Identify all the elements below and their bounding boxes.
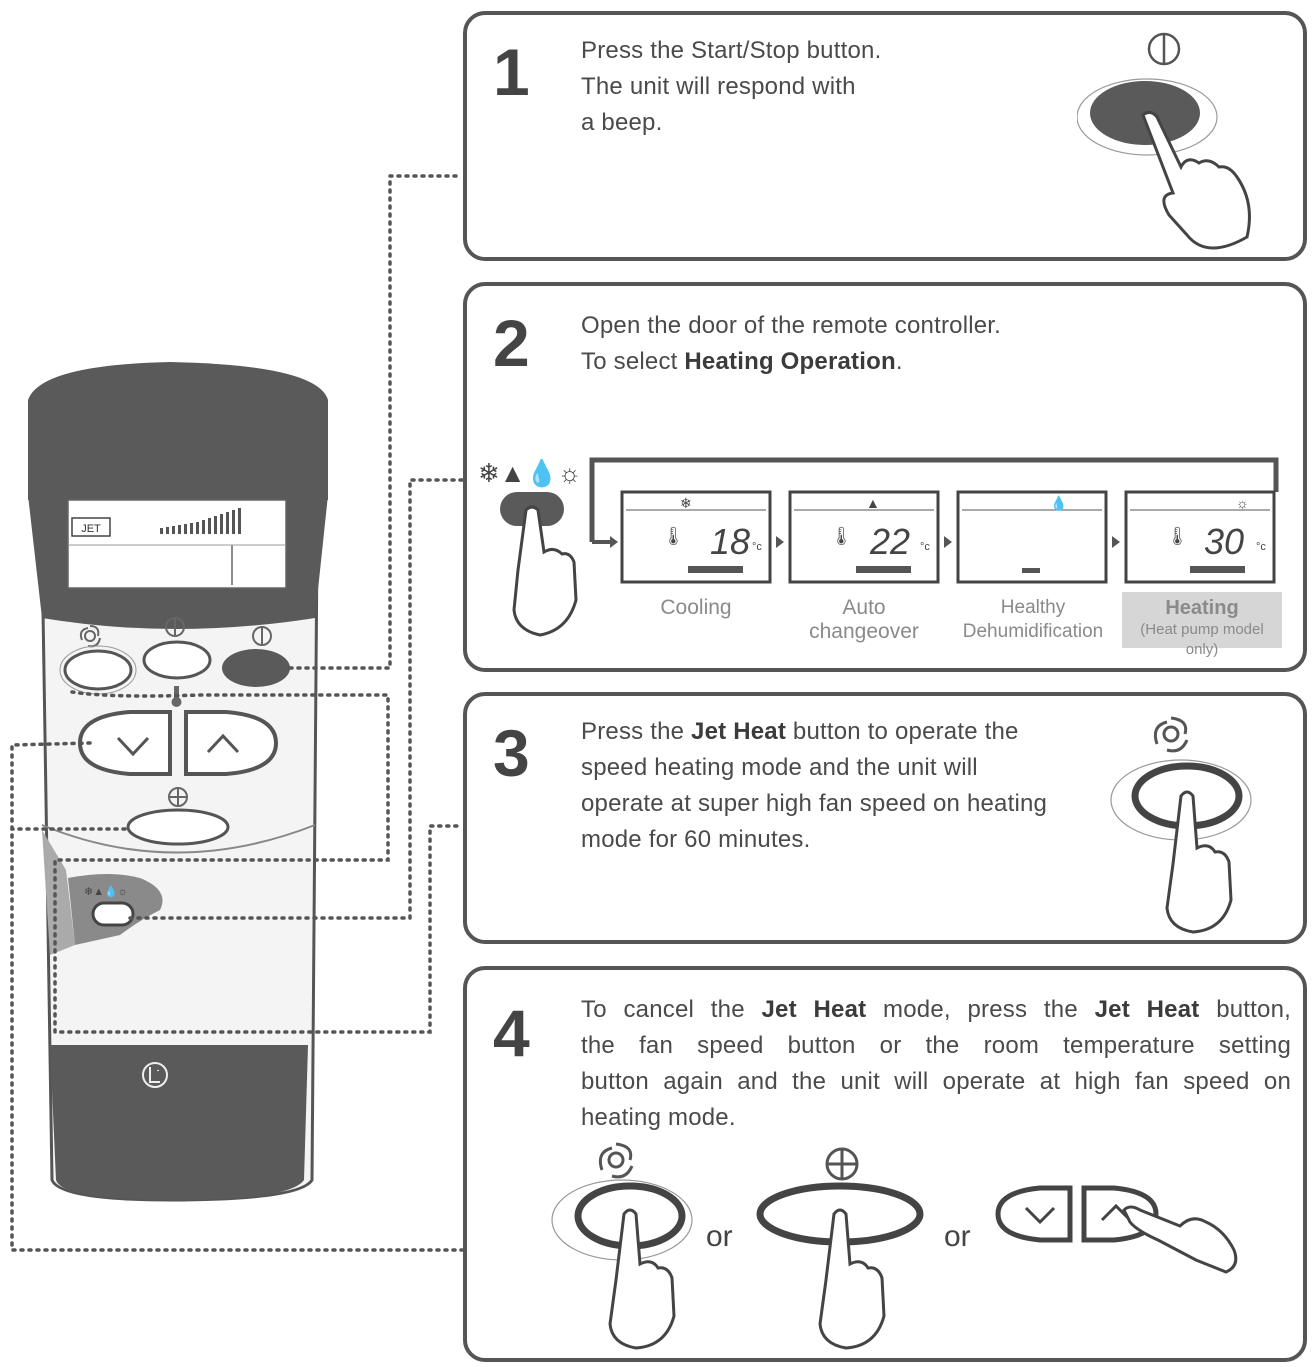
step-1-number: 1	[493, 35, 530, 109]
step-2-line2: To select Heating Operation.	[581, 348, 903, 375]
fan-speed-button[interactable]	[126, 808, 230, 846]
fan-icon	[825, 1147, 859, 1181]
mode-sequence-illustration: ❄▲💧☼ ❄ 🌡 18 °c ▲ 🌡 22 °c 💧 ☼ 🌡 30 °c	[478, 457, 1279, 637]
mode-button[interactable]	[91, 901, 135, 927]
remote-controller: JET	[28, 362, 328, 1202]
svg-text:🌡: 🌡	[1166, 526, 1189, 546]
svg-text:❄: ❄	[680, 495, 692, 511]
svg-text:°c: °c	[920, 541, 930, 553]
remote-lcd	[67, 499, 287, 589]
power-icon	[1147, 32, 1181, 66]
step-1-line: Press the Start/Stop button.	[581, 37, 882, 64]
svg-text:🌡: 🌡	[662, 526, 685, 546]
remote-diagram: JET	[10, 174, 464, 1252]
step-4-line1: To cancel the Jet Heat mode, press the J…	[581, 996, 1291, 1023]
step-1-line: a beep.	[581, 109, 663, 136]
step-3-panel: 3 Press the Jet Heat button to operate t…	[463, 692, 1307, 944]
step-4-line3: button again and the unit will operate a…	[581, 1068, 1291, 1095]
svg-text:°c: °c	[752, 541, 762, 553]
step-1-text: Press the Start/Stop button. The unit wi…	[581, 33, 881, 141]
mode-display-cooling: ❄ 🌡 18 °c	[620, 490, 772, 584]
svg-text:☼: ☼	[1236, 495, 1249, 511]
hand-icon	[818, 1208, 886, 1350]
step-3-number: 3	[493, 716, 530, 790]
hand-icon	[608, 1208, 676, 1350]
step-3-text: Press the Jet Heat button to operate the…	[581, 714, 1047, 858]
step-4-number: 4	[493, 996, 530, 1070]
hand-icon	[1165, 790, 1233, 934]
start-stop-button[interactable]	[222, 649, 290, 687]
svg-text:°c: °c	[1256, 541, 1266, 553]
jet-heat-button[interactable]	[63, 649, 133, 691]
mode-temp: 18	[710, 521, 750, 562]
thermometer-icon	[171, 686, 182, 707]
mode-temp: 22	[869, 521, 910, 562]
press-jet-heat-illustration	[1110, 716, 1252, 934]
mode-icons-small: ❄▲💧☼	[84, 885, 128, 898]
step-4-line4: heating mode.	[581, 1104, 736, 1131]
svg-text:💧: 💧	[1050, 495, 1067, 512]
mode-icons: ❄▲💧☼	[478, 458, 582, 488]
hand-icon	[1141, 110, 1251, 250]
step-4-line2: the fan speed button or the room tempera…	[581, 1032, 1291, 1059]
step-1-line: The unit will respond with	[581, 73, 856, 100]
step-2-text: Open the door of the remote controller. …	[581, 308, 1001, 380]
fan-level-bars	[160, 508, 241, 534]
step-4-panel: 4 To cancel the Jet Heat mode, press the…	[463, 966, 1307, 1362]
step-2-line1: Open the door of the remote controller.	[581, 312, 1002, 339]
jet-heat-icon	[598, 1142, 634, 1179]
temp-down-button[interactable]	[77, 710, 172, 776]
mode-display-dehumidification: 💧	[956, 490, 1108, 584]
cancel-options-illustration: or or	[551, 1142, 1238, 1350]
swing-button[interactable]	[142, 640, 212, 680]
power-icon	[252, 626, 272, 646]
mode-label-heating: Heating (Heat pump model only)	[1122, 592, 1282, 658]
step-3-line1: Press the Jet Heat button to operate the	[581, 718, 1019, 745]
step-3-line4: mode for 60 minutes.	[581, 826, 811, 853]
leader-lines	[10, 174, 464, 1252]
svg-text:▲: ▲	[866, 495, 880, 511]
svg-text:🌡: 🌡	[830, 526, 853, 546]
step-1-panel: 1 Press the Start/Stop button. The unit …	[463, 11, 1307, 261]
lg-logo-icon	[142, 1062, 168, 1088]
press-start-stop-illustration	[1077, 32, 1251, 250]
hand-icon	[512, 505, 578, 637]
mode-temp: 30	[1204, 521, 1244, 562]
mode-label-cooling: Cooling	[660, 596, 732, 619]
hand-icon	[1122, 1205, 1238, 1274]
fan-icon	[168, 787, 188, 807]
jet-label: JET	[81, 523, 101, 535]
or-label: or	[706, 1220, 733, 1253]
step-3-line2: speed heating mode and the unit will	[581, 754, 978, 781]
mode-display-auto: ▲ 🌡 22 °c	[788, 490, 940, 584]
step-3-line3: operate at super high fan speed on heati…	[581, 790, 1048, 817]
step-4-text: To cancel the Jet Heat mode, press the J…	[581, 992, 1291, 1136]
step-2-number: 2	[493, 306, 530, 380]
jet-heat-icon	[1153, 716, 1189, 753]
swing-icon	[165, 617, 185, 637]
mode-display-heating: ☼ 🌡 30 °c	[1124, 490, 1276, 584]
remote-door	[42, 830, 75, 955]
or-label: or	[944, 1220, 971, 1253]
